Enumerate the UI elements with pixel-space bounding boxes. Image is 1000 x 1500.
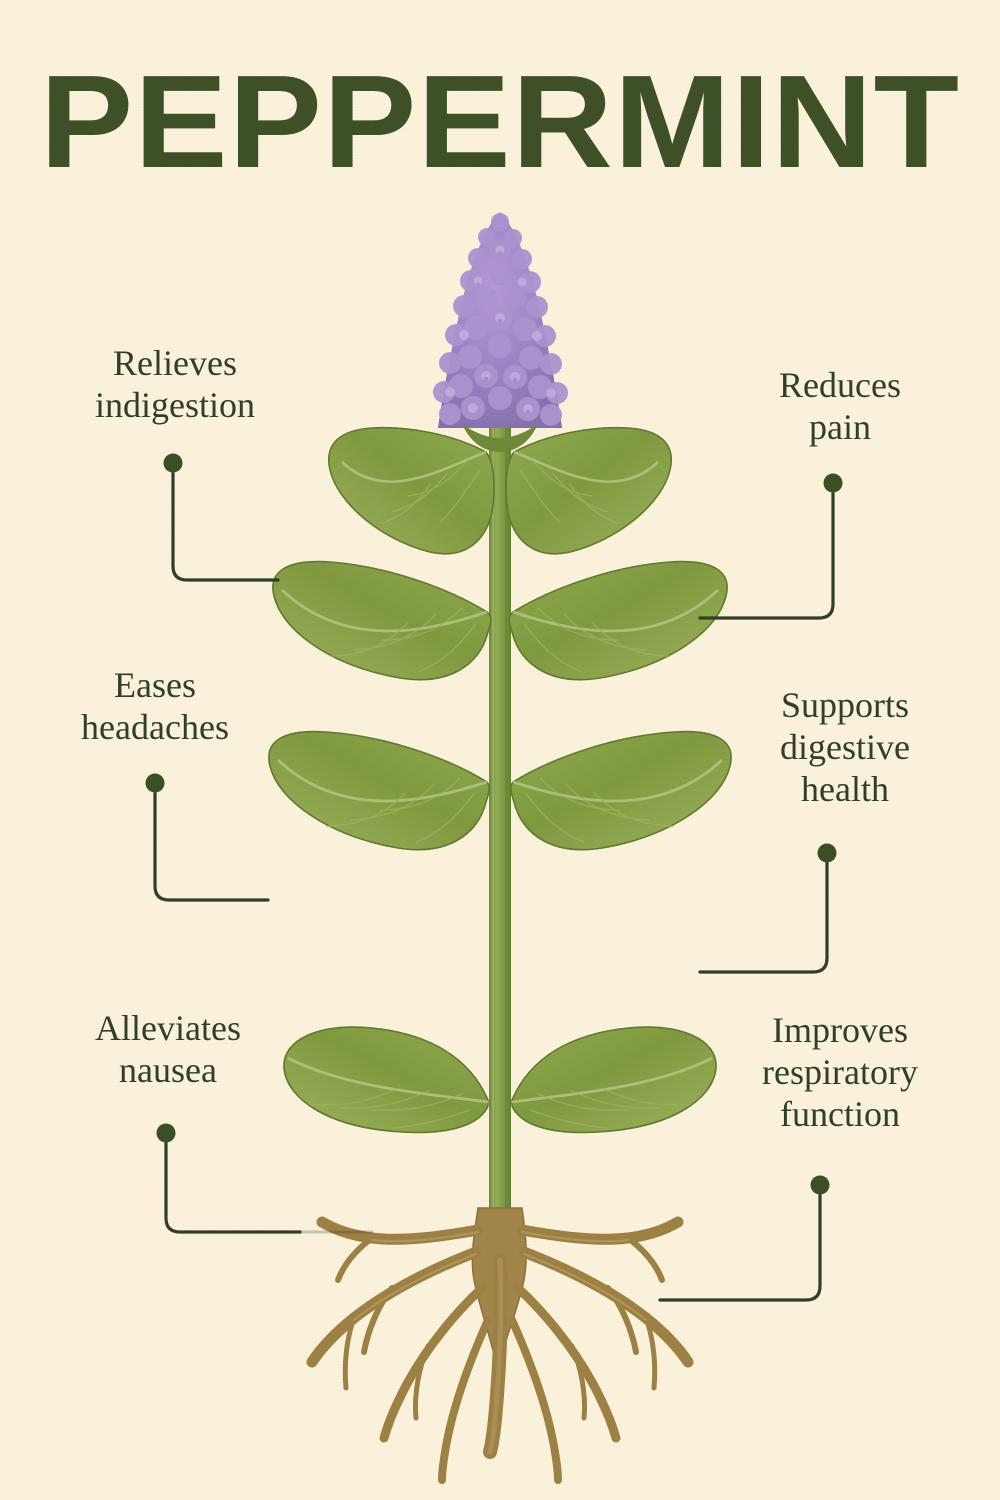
leader-line-alleviates-nausea [164,1136,302,1234]
label-line-2: indigestion [95,384,255,425]
leader-line-supports-digestive-health [698,856,829,974]
label-supports-digestive-health[interactable]: Supports digestive health [700,685,990,810]
label-line-2: pain [809,406,871,447]
label-reduces-pain[interactable]: Reduces pain [700,365,980,449]
label-line-2: digestive [780,726,910,767]
root-system [306,1207,694,1484]
leader-dot-reduces-pain [823,473,843,493]
page-title: PEPPERMINT [39,48,961,195]
label-line-1: Supports [780,685,910,725]
leader-dot-eases-headaches [145,773,165,793]
label-alleviates-nausea[interactable]: Alleviates nausea [18,1008,318,1092]
label-line-1: Reduces [779,365,901,405]
leaf-pair-1 [328,426,672,555]
leaf-pair-4 [283,1026,717,1134]
label-line-1: Relieves [113,343,237,383]
leader-dots [145,453,843,1195]
flower-spike [433,212,568,452]
label-line-2: respiratory [762,1051,918,1092]
leaf-pair-3 [268,730,732,851]
label-relieves-indigestion[interactable]: Relieves indigestion [20,343,330,427]
leader-line-eases-headaches [153,786,270,902]
label-improves-respiratory-function[interactable]: Improves respiratory function [690,1010,990,1135]
label-line-2: headaches [81,706,229,747]
label-eases-headaches[interactable]: Eases headaches [0,665,310,749]
leader-dot-relieves-indigestion [163,453,183,473]
plant-stem [489,300,511,1215]
leader-dot-alleviates-nausea [156,1123,176,1143]
label-line-1: Improves [772,1010,908,1050]
leader-line-improves-respiratory-function [658,1188,822,1302]
label-line-1: Alleviates [95,1008,241,1048]
label-line-2: nausea [119,1049,217,1090]
leader-line-relieves-indigestion [171,466,280,582]
label-line-3: health [801,768,889,809]
label-line-3: function [780,1093,900,1134]
leaf-pair-2 [272,560,728,681]
leader-line-reduces-pain [698,486,835,620]
leader-dot-supports-digestive-health [817,843,837,863]
label-line-1: Eases [114,665,196,705]
leader-dot-improves-respiratory-function [810,1175,830,1195]
